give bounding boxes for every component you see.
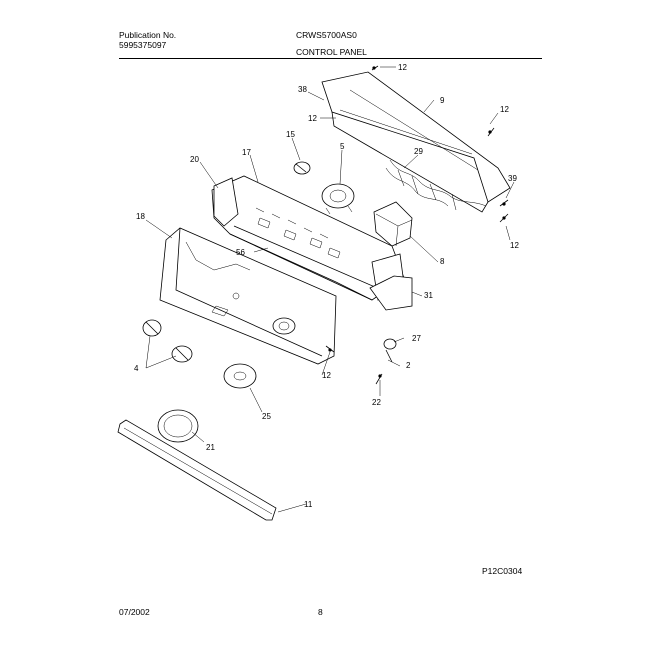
callout-12-left: 12: [308, 114, 317, 123]
callout-38: 38: [298, 85, 307, 94]
header-rule: [119, 58, 542, 59]
callout-8: 8: [440, 257, 445, 266]
callout-12-lower: 12: [322, 371, 331, 380]
callout-39: 39: [508, 174, 517, 183]
leader-lines: [145, 66, 515, 513]
trim-strip-part: [117, 419, 277, 521]
callout-25: 25: [262, 412, 271, 421]
knob-ring-part: [157, 409, 199, 443]
callout-11: 11: [304, 500, 313, 509]
callout-12-right: 12: [500, 105, 509, 114]
front-panel-part: [159, 227, 337, 365]
footer-date: 07/2002: [119, 607, 150, 617]
callout-18: 18: [136, 212, 145, 221]
timer-part: [321, 183, 355, 215]
callout-27: 27: [412, 334, 421, 343]
callout-15: 15: [286, 130, 295, 139]
callout-12-mid: 12: [510, 241, 519, 250]
knob-part-4a: [142, 319, 162, 337]
knob-part-4b: [171, 345, 193, 363]
screw-part: [325, 65, 509, 385]
publication-number: 5995375097: [119, 40, 167, 50]
callout-21: 21: [206, 443, 215, 452]
callout-20: 20: [190, 155, 199, 164]
callout-9: 9: [440, 96, 445, 105]
callout-22: 22: [372, 398, 381, 407]
publication-label: Publication No.: [119, 30, 177, 40]
wiring-harness-part: [385, 159, 487, 211]
knob-part-15: [293, 161, 311, 175]
callout-17: 17: [242, 148, 251, 157]
callout-5: 5: [340, 142, 345, 151]
model-number: CRWS5700AS0: [296, 30, 357, 40]
page-number: 8: [318, 607, 323, 617]
selector-knob-part: [223, 363, 257, 389]
figure-code: P12C0304: [482, 566, 523, 576]
callout-4: 4: [134, 364, 139, 373]
callout-29: 29: [414, 147, 423, 156]
callout-12-top: 12: [398, 63, 407, 72]
console-cover-part: [321, 71, 511, 213]
lamp-socket-part: [383, 338, 397, 363]
end-bracket-part: [213, 177, 239, 227]
callout-2: 2: [406, 361, 411, 370]
callout-56: 56: [236, 248, 245, 257]
section-title: CONTROL PANEL: [296, 47, 367, 57]
switch-module-part: [373, 201, 413, 247]
callout-31: 31: [424, 291, 433, 300]
